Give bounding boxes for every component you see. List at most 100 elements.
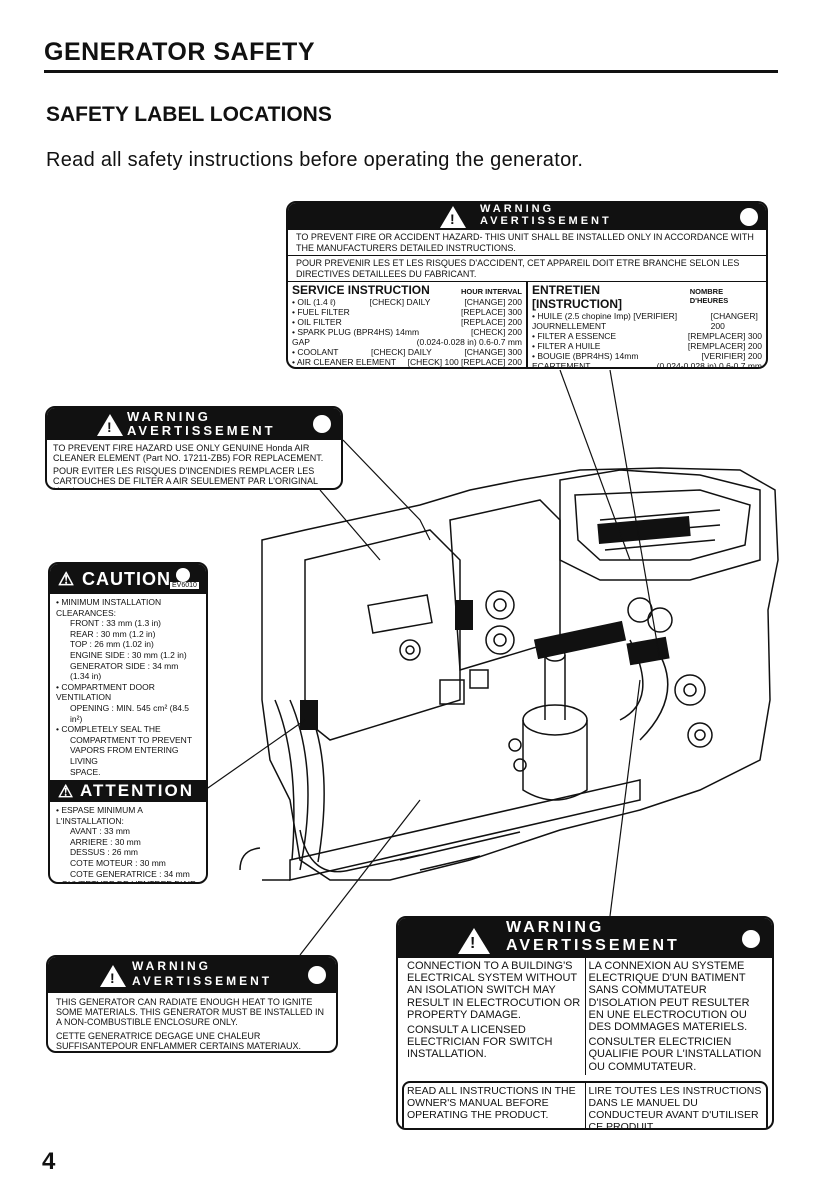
service-cell-c: [CHANGER] 200 — [710, 311, 758, 331]
caution-line: • COMPARTMENT DOOR VENTILATION — [56, 681, 155, 703]
service-cell-a: • FILTER A HUILE — [532, 341, 601, 351]
label-text-fr: CETTE GENERATRICE DEGAGE UNE CHALEUR SUF… — [56, 1031, 302, 1051]
page-header-title: GENERATOR SAFETY — [44, 38, 315, 66]
service-cell-a: • SPARK PLUG (BPR4HS) 14mm — [292, 327, 420, 337]
label-banner: ! WARNING AVERTISSEMENT — [398, 918, 772, 958]
warning-triangle-icon: ⚠ — [58, 782, 76, 802]
label-banner: ! WARNING AVERTISSEMENT — [48, 957, 336, 993]
service-cell-a: • BOUGIE (BPR4HS) 14mm — [532, 351, 639, 361]
warning-triangle-icon: ! — [97, 414, 123, 436]
warning-en: WARNING — [480, 203, 555, 215]
service-instruction-column: SERVICE INSTRUCTION HOUR INTERVAL • OIL (… — [288, 282, 526, 367]
service-row: • FILTER A HUILE [REMPLACER] 200 — [532, 341, 762, 351]
label-text-en: CONNECTION TO A BUILDING'S ELECTRICAL SY… — [407, 960, 581, 1021]
service-cell-c: [CHANGE] 300 — [464, 347, 522, 357]
section-title: SAFETY LABEL LOCATIONS — [46, 103, 332, 126]
service-cell-c: [REMPLACER] 200 — [687, 341, 762, 351]
warning-fr: AVERTISSEMENT — [480, 215, 612, 227]
label-banner: ! WARNING AVERTISSEMENT — [288, 203, 766, 230]
safety-label-maintenance: ! WARNING AVERTISSEMENT TO PREVENT FIRE … — [286, 201, 768, 369]
warning-fr: AVERTISSEMENT — [127, 423, 276, 438]
service-cell-c: [CHANGE] 200 — [464, 297, 522, 307]
entretien-column: ENTRETIEN [INSTRUCTION]NOMBRE D'HEURES •… — [526, 282, 766, 369]
safety-label-heat: ! WARNING AVERTISSEMENT THIS GENERATOR C… — [46, 955, 338, 1053]
service-cell-c: (0.024-0.028 in) 0.6-0.7 mm — [656, 361, 762, 369]
caution-line: DESSUS : 26 mm — [70, 847, 139, 858]
caution-line: AVANT : 33 mm — [70, 826, 130, 837]
caution-code: EV6010 — [170, 582, 199, 589]
dot-icon — [742, 930, 760, 948]
caution-title: CAUTION — [82, 569, 171, 589]
page-number: 4 — [42, 1148, 56, 1175]
safety-label-caution: ⚠ CAUTION EV6010 • MINIMUM INSTALLATION … — [48, 562, 208, 884]
service-row: • BOUGIE (BPR4HS) 14mm [VERIFIER] 200 — [532, 351, 762, 361]
service-cell-c: [CHECK] 200 — [470, 327, 522, 337]
dot-icon — [176, 568, 190, 582]
attention-title: ATTENTION — [80, 781, 195, 801]
label-text-en: TO PREVENT FIRE OR ACCIDENT HAZARD- THIS… — [296, 232, 754, 253]
caution-line: GENERATOR SIDE : 34 mm (1.34 in) — [70, 660, 179, 682]
label-text-en: THIS GENERATOR CAN RADIATE ENOUGH HEAT T… — [56, 997, 325, 1027]
warning-en: WARNING — [127, 409, 211, 424]
service-cell-c: (0.024-0.028 in) 0.6-0.7 mm — [416, 337, 522, 347]
service-row: • FUEL FILTER [REPLACE] 300 — [292, 307, 522, 317]
service-row: • SPARK PLUG (BPR4HS) 14mm [CHECK] 200 — [292, 327, 522, 337]
dot-icon — [313, 415, 331, 433]
label-text-fr: POUR EVITER LES RISQUES D'INCENDIES REMP… — [53, 466, 318, 488]
label-text-en: TO PREVENT FIRE HAZARD USE ONLY GENUINE … — [53, 443, 324, 463]
caution-line: OPENING : MIN. 545 cm² (84.5 in²) — [70, 702, 190, 724]
label-text-fr: POUR PREVENIR LES ET LES RISQUES D'ACCID… — [288, 255, 766, 281]
service-cell-c: [REMPLACER] 300 — [687, 331, 762, 341]
service-row: • HUILE (2.5 chopine Imp) [VERIFIER] JOU… — [532, 311, 762, 331]
caution-line: SPACE. — [70, 766, 101, 777]
caution-list-en: • MINIMUM INSTALLATION CLEARANCES:FRONT … — [50, 594, 206, 780]
service-row: • AIR CLEANER ELEMENT [CHECK] 100 [REPLAC… — [292, 357, 522, 367]
service-row: ECARTEMENT (0.024-0.028 in) 0.6-0.7 mm — [532, 361, 762, 369]
warning-triangle-icon: ! — [100, 965, 126, 987]
caution-line: ARRIERE : 30 mm — [70, 836, 141, 847]
caution-line: • MINIMUM INSTALLATION CLEARANCES: — [56, 597, 162, 618]
caution-line: COMPARTMENT TO PREVENT — [70, 734, 193, 745]
warning-triangle-icon: ! — [458, 928, 490, 954]
service-row: • FILTER A ESSENCE [REMPLACER] 300 — [532, 331, 762, 341]
service-cell-a: • FILTER A ESSENCE — [532, 331, 617, 341]
caution-line: COTE GENERATRICE : 34 mm — [70, 868, 190, 879]
service-cell-b: [CHECK] DAILY — [369, 297, 431, 307]
warning-en: WARNING — [506, 919, 605, 936]
warning-en: WARNING — [132, 959, 211, 973]
service-cell-a: • AIR CLEANER ELEMENT — [292, 357, 397, 367]
safety-label-air-cleaner: ! WARNING AVERTISSEMENT TO PREVENT FIRE … — [45, 406, 343, 490]
caution-line: VAPORS FROM ENTERING LIVING — [70, 745, 179, 766]
warning-fr: AVERTISSEMENT — [506, 937, 680, 954]
label-text-fr-2: CONSULTER ELECTRICIEN QUALIFIE POUR L'IN… — [588, 1036, 762, 1073]
label-footer: READ ALL INSTRUCTIONS IN THE OWNER'S MAN… — [402, 1080, 768, 1128]
service-title: SERVICE INSTRUCTION — [292, 283, 430, 297]
service-row: • COOLANT[CHECK] DAILY[CHANGE] 300 — [292, 347, 522, 357]
caution-line: ENGINE SIDE : 30 mm (1.2 in) — [70, 649, 187, 660]
label-text-fr: LA CONNEXION AU SYSTEME ELECTRIQUE D'UN … — [588, 960, 750, 1034]
service-cell-a: • FUEL FILTER — [292, 307, 350, 317]
intro-text: Read all safety instructions before oper… — [46, 149, 584, 171]
caution-list-fr: • ESPASE MINIMUM A L'INSTALLATION:AVANT … — [50, 802, 206, 882]
service-cell-a: GAP — [292, 337, 310, 347]
service-hour-interval: HOUR INTERVAL — [461, 287, 522, 296]
service-cell-c: [VERIFIER] 200 — [701, 351, 762, 361]
service-cell-a: ECARTEMENT — [532, 361, 591, 369]
service-cell-c: [CHECK] 100 [REPLACE] 200 — [407, 357, 522, 367]
caution-line: COTE MOTEUR : 30 mm — [70, 858, 166, 869]
caution-line: FRONT : 33 mm (1.3 in) — [70, 618, 161, 629]
label-banner: ! WARNING AVERTISSEMENT — [47, 408, 341, 440]
caution-line: REAR : 30 mm (1.2 in) — [70, 628, 156, 639]
caution-line: • OUVERTURE DE L'ENTREE D'AIR DU — [56, 879, 200, 882]
service-cell-a: • OIL (1.4 ℓ) — [292, 297, 336, 307]
service-cell-c: [REPLACE] 300 — [461, 307, 522, 317]
service-cell-c: [REPLACE] 200 — [461, 317, 522, 327]
caution-line: • ESPASE MINIMUM A L'INSTALLATION: — [56, 805, 143, 826]
footer-text-en: READ ALL INSTRUCTIONS IN THE OWNER'S MAN… — [407, 1084, 576, 1121]
label-text-en-2: CONSULT A LICENSED ELECTRICIAN FOR SWITC… — [407, 1024, 553, 1061]
service-cell-b: [CHECK] DAILY — [371, 347, 432, 357]
service-cell-a: • OIL FILTER — [292, 317, 342, 327]
warning-triangle-icon: ⚠ — [58, 569, 76, 589]
attention-banner: ⚠ ATTENTION — [50, 780, 206, 803]
